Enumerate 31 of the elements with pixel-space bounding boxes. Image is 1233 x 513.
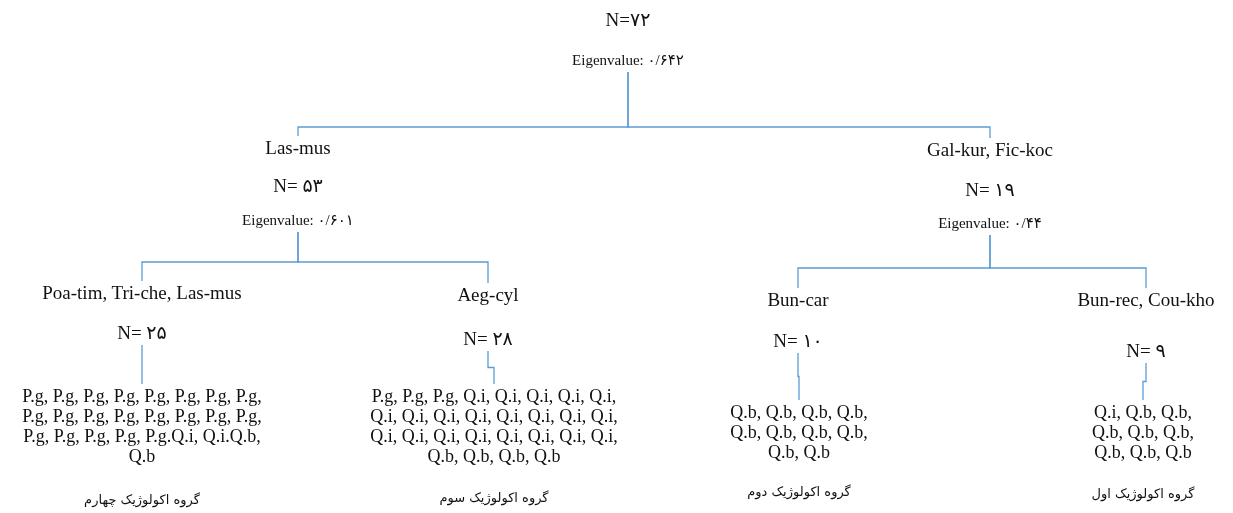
split-label: Eigenvalue: ۰/۶۴۲ xyxy=(572,51,684,70)
split-label: N=۷۲ xyxy=(604,10,652,30)
tree-branch xyxy=(627,71,991,139)
group-header: Bun-rec, Cou-kho xyxy=(1077,290,1215,310)
tree-branch xyxy=(989,234,1147,289)
species-list: P.g, P.g, P.g, Q.i, Q.i, Q.i, Q.i, Q.i, Q.i, Q.i, Q.i, Q.i, Q.i, Q.i, Q.i, Q.i, Q.i, Q.i, Q.i, Q.i, Q.i, Q.i, Q.i, Q.i, Q.b, Q.b, Q.b, Q.b xyxy=(369,386,619,466)
group-label: گروه اکولوژیک سوم xyxy=(438,489,550,507)
group-header: Bun-car xyxy=(767,290,829,310)
tree-branch xyxy=(141,344,143,385)
split-label: Gal-kur, Fic-koc xyxy=(927,140,1053,160)
group-header: N= ۲۸ xyxy=(462,329,514,349)
split-label: Eigenvalue: ۰/۴۴ xyxy=(937,214,1043,233)
group-header: Aeg-cyl xyxy=(457,285,519,305)
group-header: N= ۲۵ xyxy=(116,323,168,343)
group-label: گروه اکولوژیک چهارم xyxy=(83,491,201,509)
split-label: Eigenvalue: ۰/۶۰۱ xyxy=(242,211,354,230)
group-header: N= ۹ xyxy=(1125,341,1167,361)
group-label: گروه اکولوژیک اول xyxy=(1090,485,1196,503)
tree-branch xyxy=(1142,362,1147,401)
split-label: Las-mus xyxy=(264,138,332,158)
split-label: N= ۱۹ xyxy=(964,180,1016,200)
species-list: P.g, P.g, P.g, P.g, P.g, P.g, P.g, P.g, P.g, P.g, P.g, P.g, P.g, P.g, P.g, P.g, P.g, P.g, P.g, P.g, P.g.Q.i, Q.i.Q.b, Q.b xyxy=(22,386,262,466)
group-header: N= ۱۰ xyxy=(772,331,824,351)
tree-branch xyxy=(297,231,489,284)
split-label: N= ۵۳ xyxy=(272,176,324,196)
tree-branch xyxy=(487,350,495,385)
group-label: گروه اکولوژیک دوم xyxy=(746,483,852,501)
tree-branch xyxy=(797,352,800,401)
species-list: Q.i, Q.b, Q.b, Q.b, Q.b, Q.b, Q.b, Q.b, Q.b xyxy=(1083,402,1203,462)
group-header: Poa-tim, Tri-che, Las-mus xyxy=(42,283,242,303)
species-list: Q.b, Q.b, Q.b, Q.b, Q.b, Q.b, Q.b, Q.b, Q.b, Q.b xyxy=(721,402,877,462)
